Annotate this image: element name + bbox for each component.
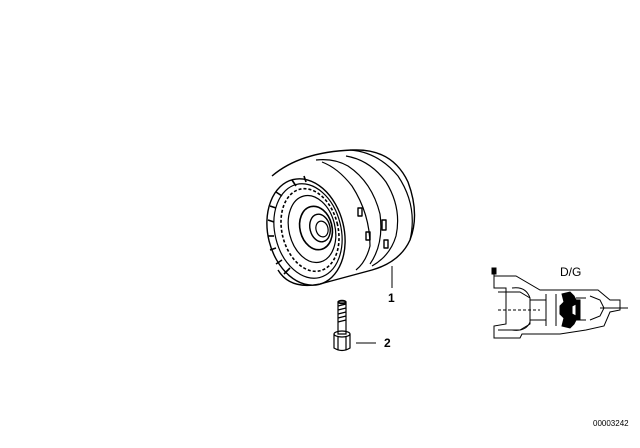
- inset-label: D/G: [560, 265, 581, 279]
- screw-illustration[interactable]: [333, 299, 351, 352]
- callout-1[interactable]: 1: [388, 291, 395, 305]
- clutch-drum-illustration[interactable]: [256, 149, 416, 294]
- drawing-number: 00003242: [593, 419, 629, 428]
- callout-2[interactable]: 2: [384, 336, 391, 350]
- transmission-section-inset: [491, 267, 628, 339]
- highlighted-clutch-pack: [559, 291, 581, 329]
